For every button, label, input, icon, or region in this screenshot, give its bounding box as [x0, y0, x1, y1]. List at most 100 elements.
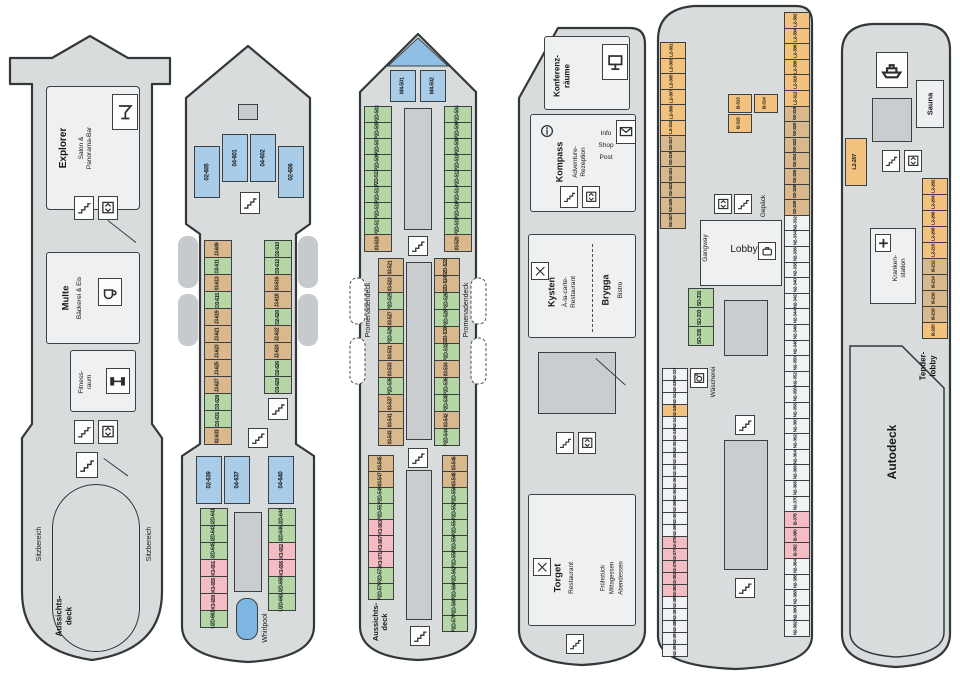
cabin-L2-301: L2-301 [660, 42, 686, 59]
cabin-label: P2D-538 [443, 394, 450, 412]
cabin-SD-333: SD-333 [688, 307, 714, 327]
cabin-label: I3-218 [931, 308, 937, 321]
cabin-D3-615: D3-615 [204, 291, 232, 309]
cabin-N2-350: N2-350 [784, 355, 810, 372]
cabin-label: J2-622 [274, 327, 281, 341]
center-block [872, 98, 912, 142]
cabin-04-640: 04-640 [268, 456, 294, 504]
cabin-I2-220: I2-220 [922, 322, 948, 339]
elevator-icon [98, 420, 118, 444]
cabin-label: D3-629 [214, 394, 221, 410]
cabin-I2-382: I2-382 [784, 542, 810, 559]
cabin-label: 02-325 [669, 198, 675, 212]
cabin-label: K3-659 [210, 594, 217, 610]
cabin-label: SD-331 [697, 290, 704, 306]
cabin-P2D-509: P2D-509 [364, 154, 392, 171]
cabin-04-637: 04-637 [224, 456, 250, 504]
cabin-U2D-646: U2D-646 [268, 525, 296, 543]
cabin-P2D-525: P2D-525 [378, 292, 404, 310]
label-promenadendeck: Promenadendeck [364, 282, 372, 338]
cabin-label: N2-344 [793, 309, 799, 324]
label-kysten: Kysten [546, 276, 557, 308]
cabin-label: P2D-532 [443, 343, 450, 361]
stairs-icon [566, 634, 584, 654]
cabin-label: J2D-522 [443, 258, 450, 276]
cabin-label: K3-571 [377, 552, 384, 567]
cabin-label: P2D-551 [377, 502, 384, 521]
cabin-label: 02-322 [793, 138, 799, 152]
stairs-icon [734, 194, 752, 214]
cabin-D3-611: D3-611 [204, 257, 232, 275]
bakery-area [46, 252, 140, 344]
torget-area [528, 494, 636, 626]
cabin-U2D-641: U2D-641 [200, 508, 228, 526]
cabin-02-326: 02-326 [784, 168, 810, 185]
cabin-03-616: 03-616 [264, 274, 292, 292]
cabin-label: J3-625 [214, 361, 221, 375]
label-aussichts-deck: Aussichts- deck [371, 602, 389, 642]
cabin-U2D-645: U2D-645 [200, 542, 228, 560]
cabin-label: 03-547 [377, 472, 384, 487]
cabin-U2D-661: U2D-661 [200, 610, 228, 628]
label-aussichts-deck: Aussichts- deck [54, 595, 73, 637]
cabin-N2-340: N2-340 [784, 277, 810, 294]
cabin-label: N2-338 [793, 262, 799, 277]
cabin-label: I3-212 [931, 260, 937, 273]
label-mittagessen: Mittagessen [609, 561, 616, 595]
cabin-P2D-570: P2D-570 [442, 615, 468, 632]
cabin-P2D-575: P2D-575 [368, 583, 394, 600]
cabin-label: K3-563 [377, 520, 384, 535]
cabin-03-527: 03-527 [378, 309, 404, 327]
cabin-label: N2-340 [793, 278, 799, 293]
cabin-label: 02-319 [669, 152, 675, 166]
cabin-02-639: 02-639 [196, 456, 222, 504]
cabin-label: K3-652 [278, 543, 285, 559]
cabin-J3-609: J3-609 [204, 240, 232, 258]
cabin-label: P2D-518 [454, 217, 461, 236]
cabin-label: 02-320 [793, 122, 799, 137]
cabin-label: 03-531 [387, 345, 394, 359]
cabin-K3-656: K3-656 [268, 559, 296, 577]
cabin-label: N2-346 [793, 325, 799, 340]
cabin-L2-204: L2-204 [922, 194, 948, 211]
cabin-label: L2-308 [793, 60, 799, 74]
cabin-label: L2-302 [793, 13, 799, 27]
washer-icon [690, 368, 708, 388]
cabin-J2D-524: J2D-524 [434, 275, 460, 293]
cabin-label: P2D-526 [443, 292, 450, 310]
cabin-label: P2D-529 [387, 326, 394, 344]
lifeboat-outline [470, 337, 487, 385]
cabin-L2-303: L2-303 [660, 57, 686, 74]
mast-area [238, 104, 258, 120]
cabin-03-537: 03-537 [378, 394, 404, 412]
cabin-label: 03-541 [387, 413, 394, 427]
presentation-screen-icon [602, 44, 628, 80]
cabin-label: 02-318 [793, 107, 799, 121]
cabin-label: P2D-528 [443, 309, 450, 327]
cabin-label: L2-210 [931, 243, 937, 258]
cabin-I3-212: I3-212 [922, 258, 948, 275]
cabin-label: N2-336 [793, 247, 799, 262]
cabin-label: 03-545 [377, 456, 384, 471]
cabin-J3-623: J3-623 [204, 342, 232, 360]
label-explorer: Explorer [58, 127, 69, 169]
cabin-D3-629: D3-629 [204, 393, 232, 411]
cabin-N2-336: N2-336 [784, 246, 810, 263]
cabin-L2-206: L2-206 [922, 210, 948, 227]
label-info: Info [600, 130, 612, 138]
cabin-J2-624: J2-624 [264, 342, 292, 360]
label-multe: Multe [60, 285, 72, 311]
stairs-icon [240, 192, 260, 214]
cabin-N2-360: N2-360 [784, 417, 810, 435]
label-sitzbereich: Sitzbereich [35, 526, 43, 562]
cabin-D2-626: D2-626 [264, 359, 292, 377]
cabin-label: 03-546 [451, 456, 458, 471]
cabin-SD-335: SD-335 [688, 326, 714, 346]
label-torget: Torget [552, 563, 564, 593]
cabin-label: J3-627 [214, 378, 221, 392]
cabin-label: P2D-525 [387, 292, 394, 310]
cabin-label: N2-390 [793, 606, 799, 621]
cabin-label: 04-601 [231, 149, 238, 167]
cabin-L2-208: L2-208 [922, 226, 948, 243]
cabin-label: L2-301 [669, 43, 675, 57]
